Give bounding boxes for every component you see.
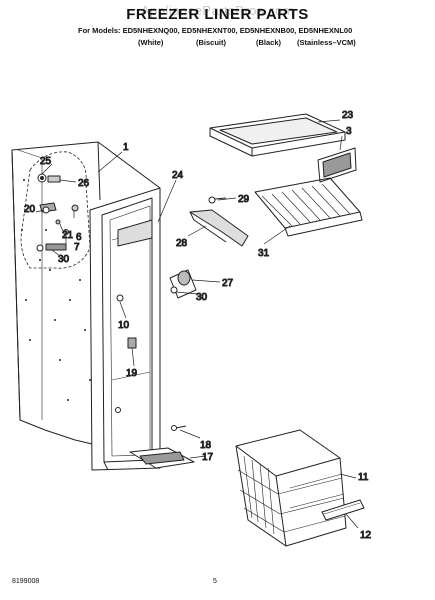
callout-6: 6	[76, 232, 82, 243]
callout-10: 10	[118, 320, 130, 331]
callout-12: 12	[360, 530, 372, 541]
callout-29: 29	[238, 194, 250, 205]
callout-3: 3	[346, 126, 352, 137]
callout-24: 24	[172, 170, 184, 181]
shelf-trim	[317, 147, 357, 183]
callout-11: 11	[358, 472, 369, 483]
shelf-glass	[209, 113, 346, 157]
model-list: For Models: ED5NHEXNQ00, ED5NHEXNT00, ED…	[78, 26, 353, 35]
callout-19: 19	[126, 368, 138, 379]
color-white: (White)	[138, 38, 164, 47]
fan-motor	[169, 269, 197, 299]
document-number: 8199008	[12, 578, 40, 585]
wire-shelf	[254, 177, 363, 237]
leader-lines	[35, 119, 359, 529]
callout-18: 18	[200, 440, 212, 451]
page-title: FREEZER LINER PARTS	[126, 6, 309, 23]
callout-7: 7	[74, 242, 80, 253]
callout-30a: 30	[58, 254, 70, 265]
clip-10	[116, 294, 124, 302]
freezer-liner	[11, 141, 161, 471]
callout-31: 31	[258, 248, 270, 259]
page-number: 5	[213, 578, 217, 585]
callout-1: 1	[123, 142, 129, 153]
callout-20: 20	[24, 204, 36, 215]
shelf-support	[189, 196, 249, 247]
callout-23: 23	[342, 110, 354, 121]
freezer-basket	[235, 429, 347, 547]
callout-28: 28	[176, 238, 188, 249]
bottom-trim	[129, 425, 195, 469]
callout-27: 27	[222, 278, 234, 289]
clip-19	[127, 337, 137, 349]
color-black: (Black)	[256, 38, 282, 47]
screw	[115, 407, 121, 413]
callout-21: 21	[62, 230, 74, 241]
callout-30b: 30	[196, 292, 208, 303]
watermark: AppliancePartsPros.com	[140, 3, 295, 18]
control-components	[36, 173, 79, 252]
basket-trim	[321, 499, 365, 521]
callout-25: 25	[40, 156, 52, 167]
color-stainless: (Stainless–VCM)	[297, 38, 356, 47]
control-group-outline	[20, 151, 91, 269]
color-biscuit: (Biscuit)	[196, 38, 226, 47]
callout-17: 17	[202, 452, 214, 463]
callout-26: 26	[78, 178, 90, 189]
